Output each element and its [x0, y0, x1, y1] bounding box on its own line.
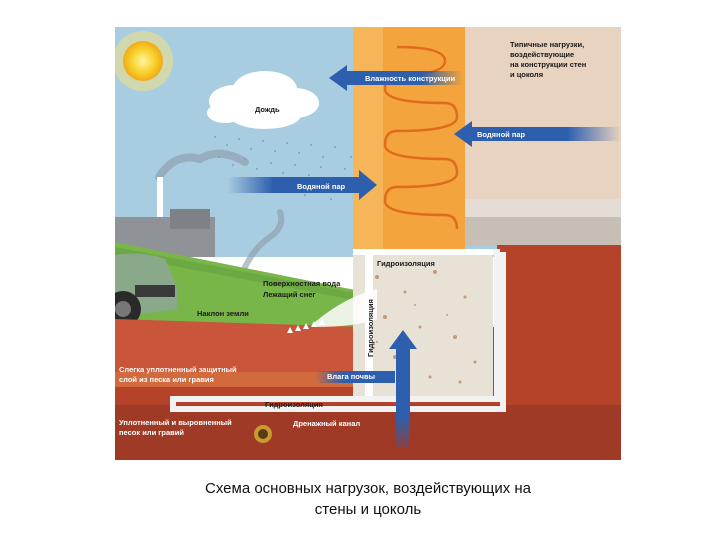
label-loads: Типичные нагрузки, воздействующие на кон…: [510, 40, 588, 79]
arrow-wall-moisture: [329, 65, 463, 91]
label-vapor-right: Водяной пар: [477, 130, 526, 139]
label-sand-bed: Уплотненный и выровненный песок или грав…: [119, 418, 234, 437]
arrow-soil-moisture: [315, 371, 395, 383]
label-waterproofing-vertical: Гидроизоляция: [366, 299, 375, 357]
caption: Схема основных нагрузок, воздействующих …: [115, 478, 621, 520]
load-diagram: Типичные нагрузки, воздействующие на кон…: [115, 27, 621, 460]
label-surface-water: Поверхностная вода Лежащий снег: [263, 279, 342, 299]
wall-inner-layer: [465, 27, 621, 199]
caption-line-2: стены и цоколь: [314, 501, 422, 518]
sand-bed: [115, 405, 621, 460]
label-wall-moisture: Влажность конструкции: [365, 74, 455, 83]
label-vapor-left: Водяной пар: [297, 182, 346, 191]
caption-line-1: Схема основных нагрузок, воздействующих …: [205, 480, 531, 497]
label-drain: Дренажный канал: [293, 419, 360, 428]
factory: [115, 149, 285, 270]
label-rain: Дождь: [255, 105, 280, 114]
label-waterproofing-top: Гидроизоляция: [377, 259, 435, 268]
label-waterproofing-bottom: Гидроизоляция: [265, 400, 323, 409]
car: [115, 253, 177, 327]
label-compacted-layer: Слегка уплотненный защитный слой из песк…: [119, 365, 239, 384]
water-drops: [287, 319, 325, 333]
snow: [315, 289, 377, 327]
arrow-vapor-right: [454, 121, 621, 147]
cloud-icon: [207, 71, 319, 129]
label-slope: Наклон земли: [197, 309, 249, 318]
footing-outline: [170, 249, 506, 412]
arrow-soil-moisture-up: [389, 330, 417, 447]
drain-pipe-icon: [254, 425, 272, 443]
label-soil-moisture: Влага почвы: [327, 372, 375, 381]
sun-icon: [115, 31, 173, 91]
vertical-waterproofing: [365, 252, 373, 402]
arrow-vapor-left: [227, 170, 377, 200]
